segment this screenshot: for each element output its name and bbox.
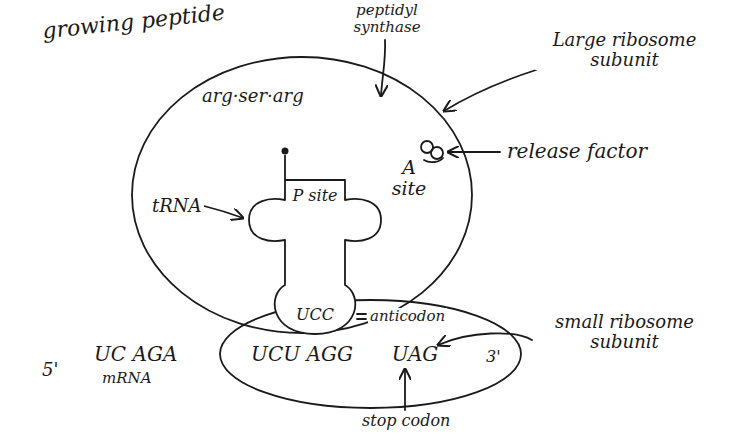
codon-text: UCU AGG <box>232 343 372 365</box>
site-label: P site <box>285 187 345 205</box>
annotation-label: small ribosome subunit <box>535 312 714 352</box>
anticodon-bases: UCC <box>285 306 345 324</box>
annotation-label: anticodon <box>368 308 447 325</box>
stop-codon-text: UAG <box>385 343 445 365</box>
annotation-label: growing peptide <box>39 0 228 44</box>
release-factor-symbol <box>421 141 443 162</box>
trna-shape: P siteUCC <box>245 140 385 336</box>
annotation-label: release factor <box>505 140 649 162</box>
subunit-outline <box>132 57 472 333</box>
annotation-label: stop codon <box>360 412 452 430</box>
annotation-label: Large ribosome subunit <box>535 30 714 70</box>
annotation-label: arg·ser·arg <box>200 86 306 106</box>
trna-outline <box>249 180 381 334</box>
leader-line <box>381 40 385 96</box>
annotation-label: tRNA <box>150 196 204 216</box>
annotation-label: 3' <box>484 348 503 366</box>
leader-line <box>357 314 366 319</box>
annotation-label: mRNA <box>100 370 153 387</box>
site-label: A site <box>386 157 432 199</box>
annotation-label: 5' <box>40 360 60 380</box>
annotation-label: UC AGA <box>92 343 179 365</box>
peptide-dot <box>282 148 289 155</box>
leader-line <box>204 206 243 218</box>
leader-line <box>404 369 406 410</box>
annotation-label: peptidyl synthase <box>330 2 444 35</box>
peptide-bond-line <box>284 155 286 180</box>
subunit-outline <box>220 300 521 408</box>
leader-line <box>448 151 500 153</box>
leader-line <box>444 70 536 111</box>
